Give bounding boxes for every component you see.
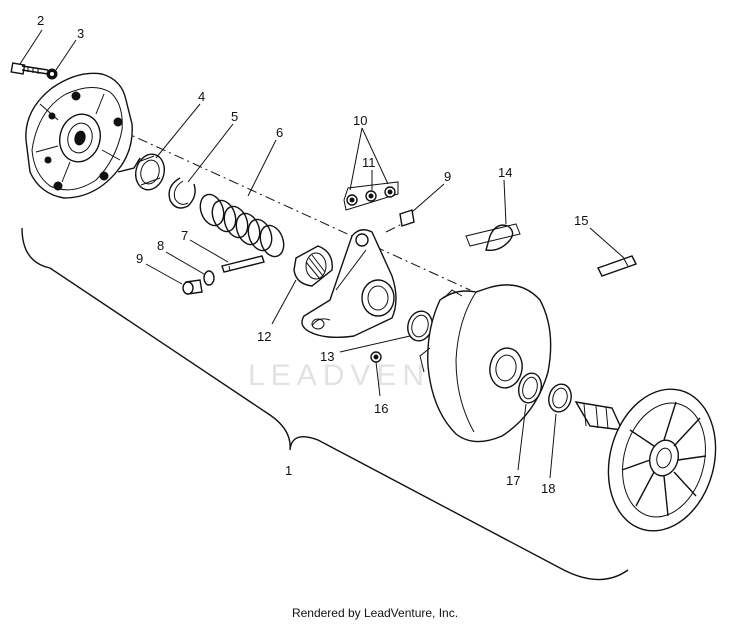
part-arm-bracket (301, 229, 397, 339)
callout-9-left: 9 (136, 251, 143, 266)
callout-5: 5 (231, 109, 238, 124)
assembly-bracket (21, 227, 629, 581)
callout-7: 7 (181, 228, 188, 243)
part-pin (221, 255, 265, 273)
leader-lines (19, 29, 625, 479)
part-clip (465, 223, 521, 251)
callout-2: 2 (37, 13, 44, 28)
part-shaft-pin (597, 255, 637, 277)
part-cap-left (182, 279, 203, 295)
part-bushing (134, 153, 166, 191)
part-cover-plate (25, 72, 141, 199)
part-screws (343, 181, 399, 211)
part-spring (199, 193, 285, 258)
callout-1: 1 (285, 463, 292, 478)
callout-14: 14 (498, 165, 512, 180)
callout-17: 17 (506, 473, 520, 488)
callout-11: 11 (362, 155, 376, 170)
callout-4: 4 (198, 89, 205, 104)
callout-15: 15 (574, 213, 588, 228)
callout-8: 8 (157, 238, 164, 253)
assembly-axis (119, 129, 471, 291)
part-roller (203, 270, 215, 286)
callout-18: 18 (541, 481, 555, 496)
callout-9-right: 9 (444, 169, 451, 184)
footer-credit: Rendered by LeadVenture, Inc. (291, 606, 459, 620)
part-bolt (10, 62, 49, 75)
callout-3: 3 (77, 26, 84, 41)
callout-12: 12 (257, 329, 271, 344)
part-cap-right (385, 209, 415, 233)
callout-13: 13 (320, 349, 334, 364)
part-snap-ring (168, 177, 196, 209)
part-washer (46, 68, 58, 80)
part-moving-sheave (419, 284, 552, 443)
part-ring-18 (548, 383, 572, 413)
callout-10: 10 (353, 113, 367, 128)
part-small-nut (370, 351, 382, 363)
part-spider-weight (293, 245, 333, 287)
callout-6: 6 (276, 125, 283, 140)
part-ring-17 (517, 372, 543, 404)
callout-16: 16 (374, 401, 388, 416)
part-fixed-sheave (574, 388, 717, 532)
